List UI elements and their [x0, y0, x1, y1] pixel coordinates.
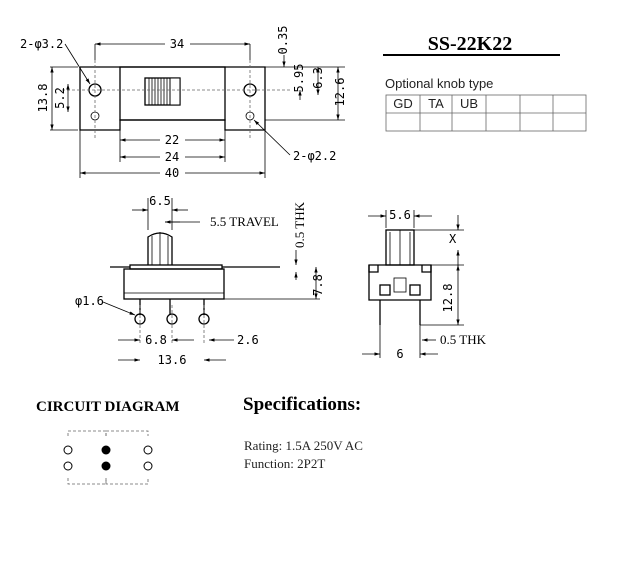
- svg-text:2.6: 2.6: [237, 333, 259, 347]
- svg-text:5.2: 5.2: [53, 87, 67, 109]
- svg-text:6.5: 6.5: [149, 194, 171, 208]
- knob-type-cell: TA: [428, 96, 444, 111]
- svg-text:X: X: [449, 232, 457, 246]
- function-text: Function: 2P2T: [244, 456, 325, 471]
- svg-text:6: 6: [396, 347, 403, 361]
- svg-text:22: 22: [165, 133, 179, 147]
- svg-text:φ1.6: φ1.6: [75, 294, 104, 308]
- svg-text:5.95: 5.95: [292, 64, 306, 93]
- svg-text:0.5 THK: 0.5 THK: [292, 201, 307, 248]
- svg-text:12.8: 12.8: [441, 284, 455, 313]
- svg-text:12.6: 12.6: [333, 78, 347, 107]
- circuit-diagram: [63, 430, 153, 485]
- rating-text: Rating: 1.5A 250V AC: [244, 438, 363, 453]
- svg-text:24: 24: [165, 150, 179, 164]
- specifications-heading: Specifications:: [243, 394, 361, 415]
- end-view: 5.6 X 12.8 0.5 THK 6: [362, 208, 487, 361]
- svg-text:2-φ2.2: 2-φ2.2: [293, 149, 336, 163]
- svg-text:7.8: 7.8: [311, 274, 325, 296]
- knob-type-cell: GD: [393, 96, 413, 111]
- part-number-title: SS-22K22: [428, 33, 512, 55]
- svg-text:40: 40: [165, 166, 179, 180]
- svg-text:34: 34: [170, 37, 184, 51]
- top-view: 34 2-φ3.2 13.8 5.2 0.35 5.95 6.3 12.6 22: [20, 26, 347, 180]
- svg-text:5.6: 5.6: [389, 208, 411, 222]
- svg-text:13.8: 13.8: [36, 84, 50, 113]
- knob-table-heading: Optional knob type: [385, 76, 493, 91]
- circuit-diagram-heading: CIRCUIT DIAGRAM: [36, 399, 179, 415]
- side-view: 6.5 5.5 TRAVEL 0.5 THK 7.8 φ1.6 6.8 2.6 …: [75, 194, 325, 367]
- svg-text:13.6: 13.6: [158, 353, 187, 367]
- svg-text:0.5 THK: 0.5 THK: [440, 332, 487, 347]
- svg-text:5.5 TRAVEL: 5.5 TRAVEL: [210, 214, 279, 229]
- knob-type-cell: UB: [460, 96, 478, 111]
- svg-text:2-φ3.2: 2-φ3.2: [20, 37, 63, 51]
- svg-text:6.8: 6.8: [145, 333, 167, 347]
- svg-text:0.35: 0.35: [276, 26, 290, 55]
- knob-type-table: GD TA UB: [385, 94, 587, 132]
